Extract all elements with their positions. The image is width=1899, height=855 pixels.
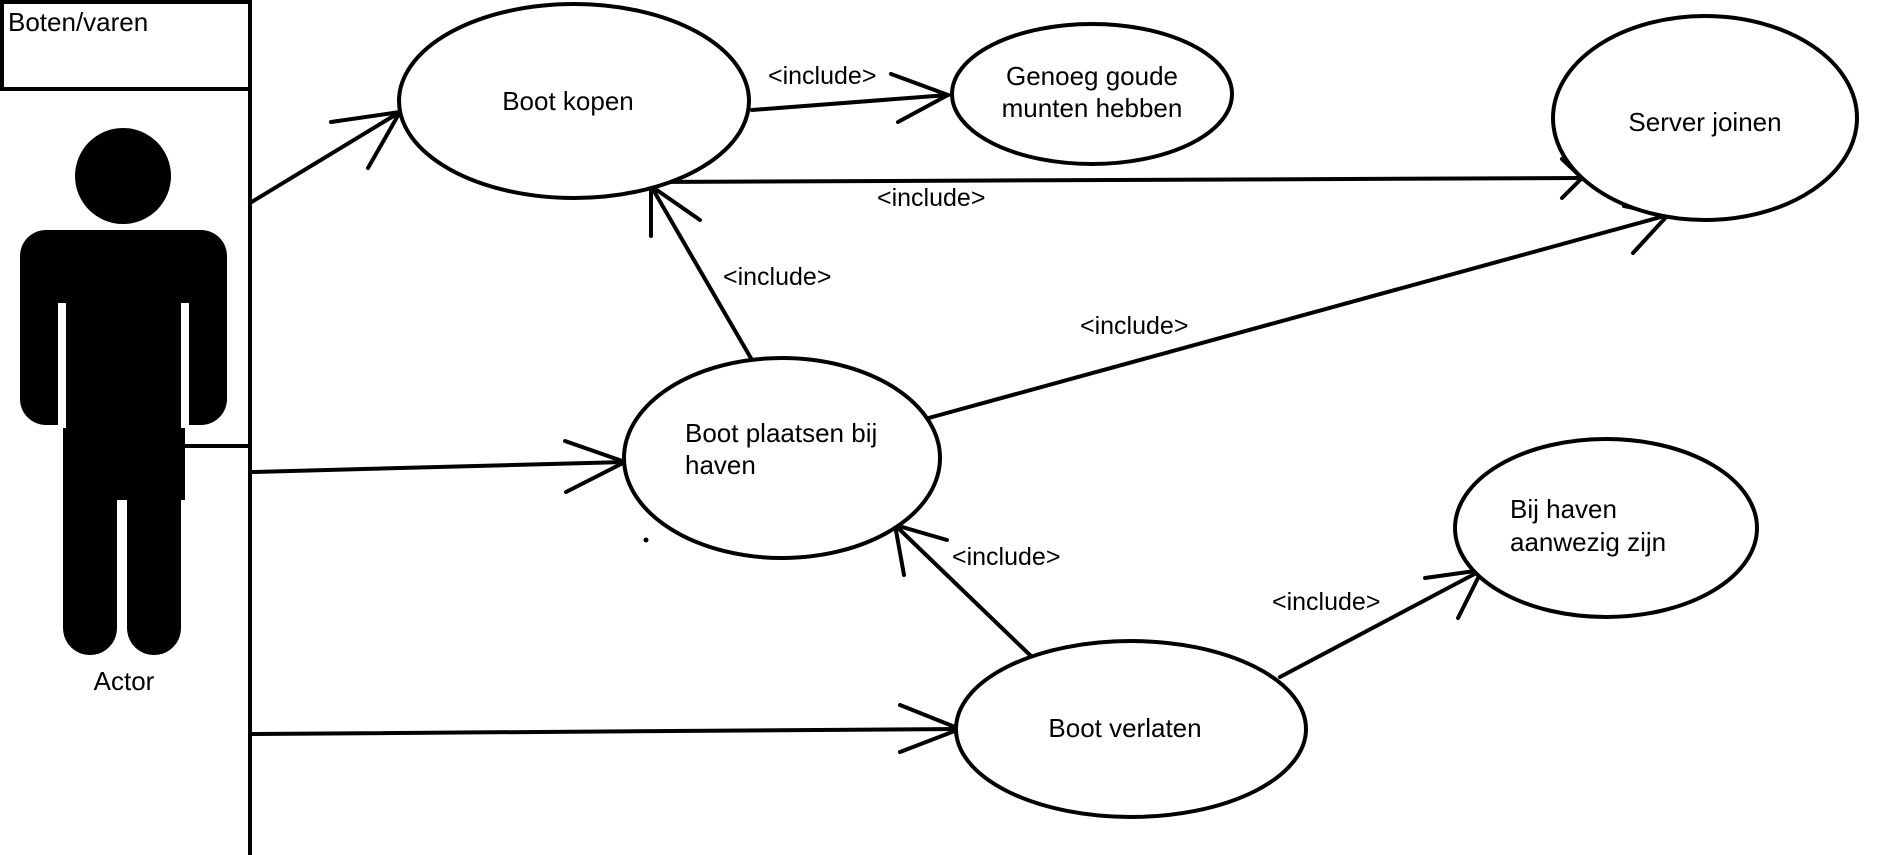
use-case-boot-kopen: Boot kopen (397, 2, 751, 200)
use-case-boot-plaatsen: Boot plaatsen bij haven (622, 356, 942, 560)
use-case-label-line-1: Bij haven (1510, 494, 1617, 524)
use-case-boot-verlaten: Boot verlaten (954, 639, 1308, 819)
use-case-label-line-2: aanwezig zijn (1510, 527, 1666, 557)
stick-figure-icon (20, 128, 227, 655)
use-case-label-line-1: Boot plaatsen bij (685, 418, 877, 448)
use-case-genoeg-munten: Genoeg goude munten hebben (950, 22, 1234, 166)
use-case-server-joinen: Server joinen (1551, 14, 1859, 222)
use-case-label-line-2: munten hebben (1002, 93, 1183, 123)
include-verlaten-haven (1278, 567, 1486, 679)
association-boot-kopen (248, 109, 404, 205)
actor-label: Actor (94, 666, 155, 696)
include-kopen-munten (750, 72, 953, 124)
use-case-label-line-2: haven (685, 450, 756, 480)
association-boot-plaatsen (250, 439, 631, 494)
use-case-label: Boot verlaten (1048, 713, 1201, 743)
include-label-kopen-server: <include> (877, 184, 985, 212)
use-case-label: Boot kopen (502, 86, 634, 116)
include-label-verlaten-haven: <include> (1272, 588, 1380, 616)
system-title: Boten/varen (8, 7, 148, 37)
include-label-plaatsen-kopen: <include> (723, 263, 831, 291)
include-label-verlaten-plaatsen: <include> (952, 543, 1060, 571)
include-plaatsen-server (923, 204, 1672, 421)
use-case-label: Server joinen (1628, 107, 1781, 137)
include-label-kopen-munten: <include> (768, 62, 876, 90)
association-boot-verlaten (250, 703, 966, 754)
use-case-bij-haven: Bij haven aanwezig zijn (1453, 437, 1759, 619)
system-title-box: Boten/varen (0, 0, 252, 91)
stray-dot (643, 537, 649, 543)
include-label-plaatsen-server: <include> (1080, 312, 1188, 340)
use-case-label-line-1: Genoeg goude (1006, 61, 1178, 91)
